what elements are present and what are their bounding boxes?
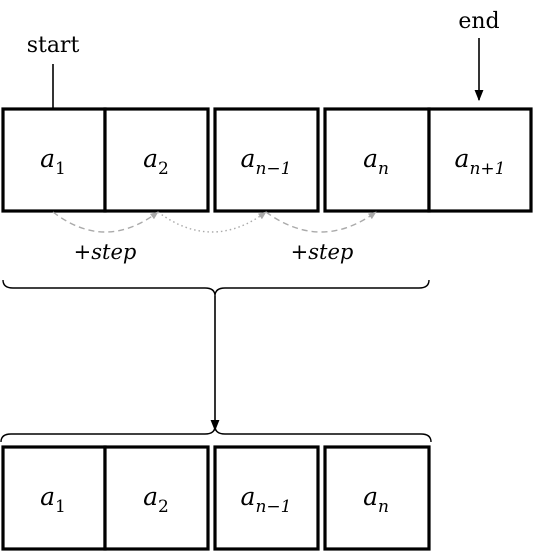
cell-label: an	[363, 482, 389, 517]
step-hop-arrow	[265, 211, 377, 233]
top-cell-an-minus-1: an−1	[213, 107, 320, 213]
start-label: start	[27, 33, 80, 58]
cell-label: a1	[40, 144, 66, 179]
bottom-cell-an: an	[323, 445, 431, 551]
cell-label: an	[363, 144, 389, 179]
cell-label: a2	[143, 144, 169, 179]
lower-brace	[0, 425, 432, 443]
step-label: +step	[291, 240, 354, 264]
bottom-cell-a2: a2	[103, 445, 210, 551]
top-array: a1 a2 an−1 an an+1	[1, 107, 533, 213]
top-cell-a1: a1	[1, 107, 107, 213]
bottom-cell-an-minus-1: an−1	[213, 445, 320, 551]
cell-label: an−1	[241, 482, 292, 517]
end-label: end	[458, 9, 499, 34]
cell-label: an−1	[241, 144, 292, 179]
step-label: +step	[74, 240, 137, 264]
bottom-cell-a1: a1	[1, 445, 107, 551]
bottom-array: a1 a2 an−1 an	[1, 445, 431, 551]
cell-label: a1	[40, 482, 66, 517]
step-hop-dotted-arrow	[157, 211, 267, 233]
step-hop-arrow	[52, 211, 159, 233]
cell-label: a2	[143, 482, 169, 517]
top-cell-a2: a2	[103, 107, 210, 213]
top-cell-an-plus-1: an+1	[427, 107, 533, 213]
upper-brace	[2, 279, 430, 297]
cell-label: an+1	[455, 144, 506, 179]
top-cell-an: an	[323, 107, 431, 213]
